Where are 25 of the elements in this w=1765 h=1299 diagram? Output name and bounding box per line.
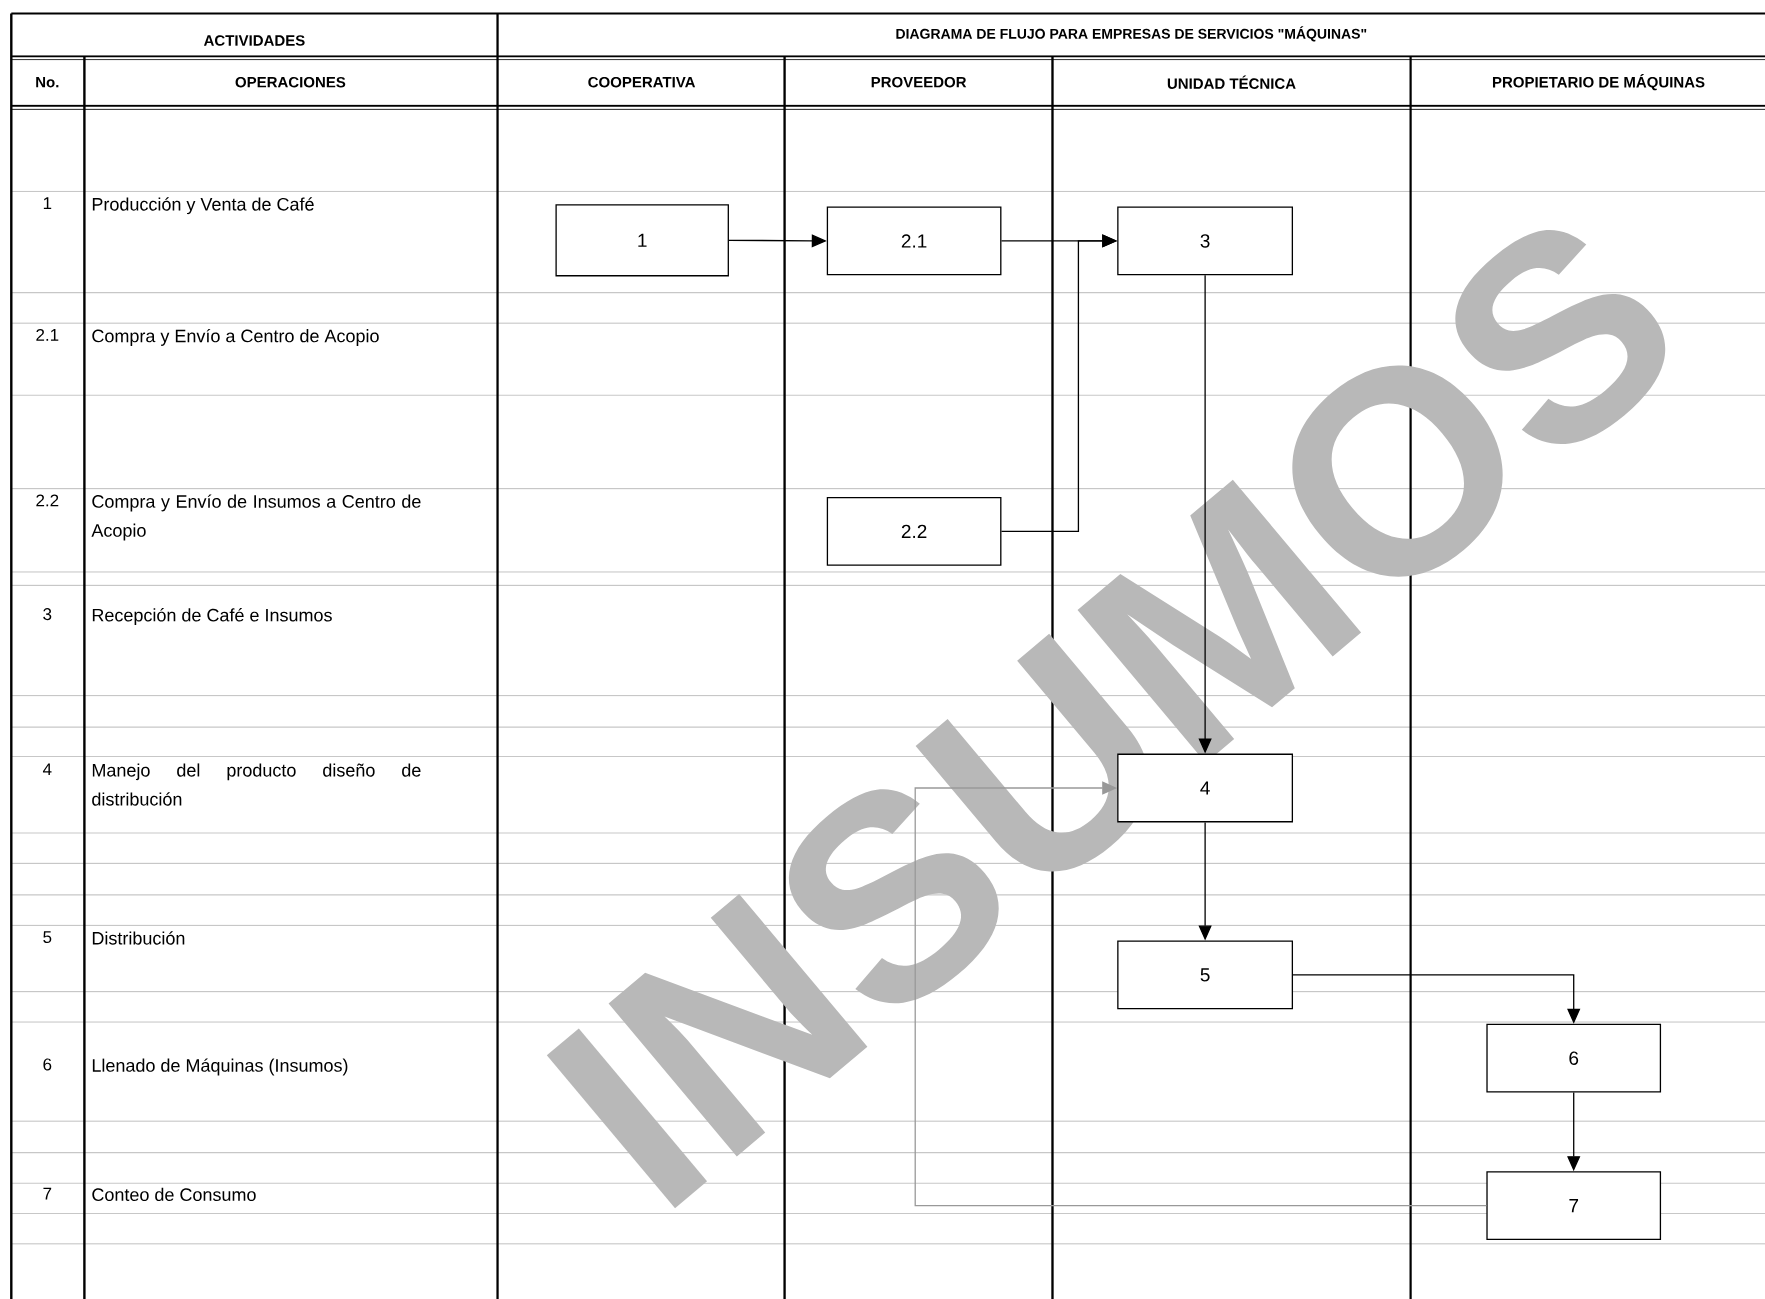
operation-text: Distribución [92, 931, 185, 945]
column-header: PROVEEDOR [871, 76, 967, 88]
header-title: DIAGRAMA DE FLUJO PARA EMPRESAS DE SERVICIOS "MÁQUINAS" [896, 26, 1367, 42]
row-number: 6 [43, 1058, 52, 1071]
operation-text: Recepción de Café e Insumos [92, 608, 332, 626]
row-number: 4 [42, 763, 52, 776]
column-header: No. [36, 76, 59, 88]
row-number: 2.1 [36, 328, 59, 341]
operation-text: Llenado de Máquinas (Insumos) [92, 1058, 348, 1076]
operation-text: Producción y Venta de Café [92, 197, 314, 215]
operation-text: Conteo de Consumo [92, 1187, 256, 1202]
column-header: UNIDAD TÉCNICA [1167, 75, 1296, 89]
arrow [914, 781, 1487, 1207]
row-number: 5 [43, 931, 52, 944]
column-header: OPERACIONES [235, 76, 346, 88]
row-number: 2.2 [36, 494, 59, 507]
operation-text: Compra y Envío a Centro de Acopio [92, 328, 379, 346]
column-header: ACTIVIDADES [203, 35, 305, 46]
row-number: 3 [43, 608, 52, 621]
operation-text: Manejo del producto diseño de distribución [92, 763, 421, 806]
column-header: PROPIETARIO DE MÁQUINAS [1493, 74, 1705, 91]
row-number: 7 [43, 1187, 52, 1200]
row-number: 1 [43, 197, 52, 209]
operation-text: Compra y Envío de Insumos a Centro de Acopio [91, 494, 421, 541]
column-header: COOPERATIVA [588, 76, 696, 88]
